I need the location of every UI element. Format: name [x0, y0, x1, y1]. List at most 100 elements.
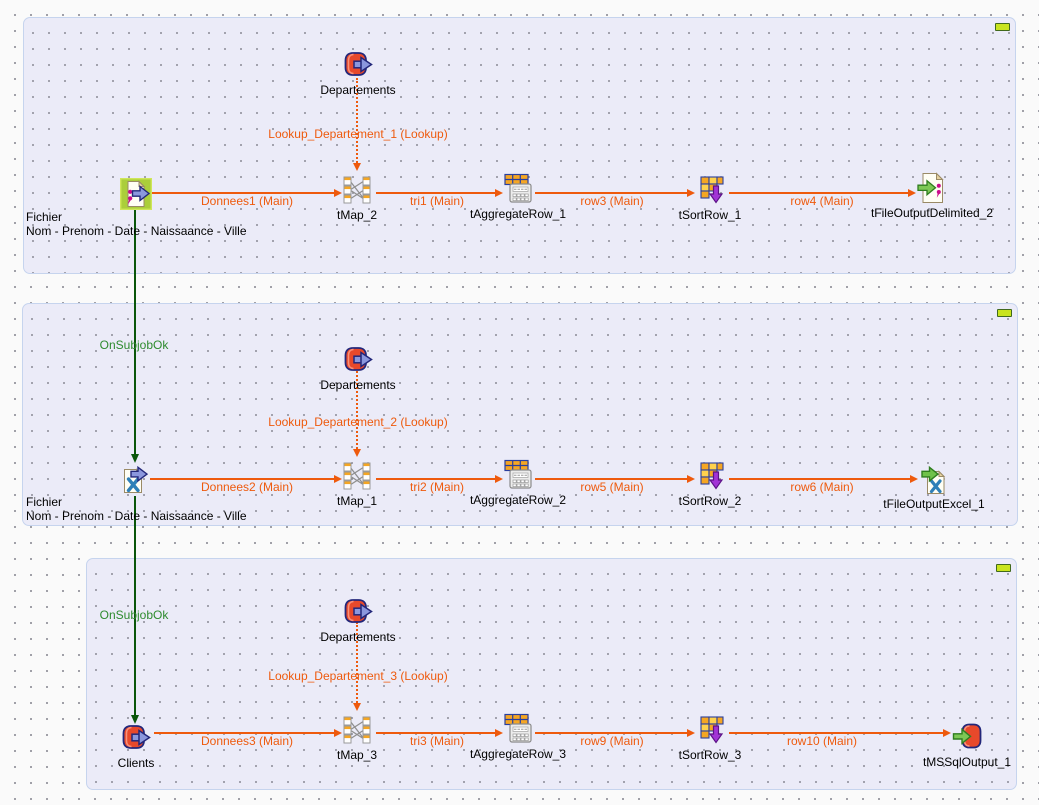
lookup-link-2-label[interactable]: Lookup_Departement_2 (Lookup) [268, 415, 448, 429]
subjob-2-frame[interactable] [22, 303, 1018, 526]
file-output-excel-icon [918, 463, 950, 495]
connection-donnees1-line[interactable] [152, 192, 334, 194]
component-departements-2-label: Departements [320, 378, 396, 392]
connection-row9-label[interactable]: row9 (Main) [580, 734, 644, 748]
connection-tri1-label[interactable]: tri1 (Main) [409, 194, 465, 208]
connection-row3-line[interactable] [535, 192, 687, 194]
tmap-icon [341, 174, 373, 206]
lookup-link-2-line[interactable] [356, 368, 358, 449]
lookup-link-2-arrowhead [353, 449, 361, 457]
connection-tri3-line[interactable] [376, 732, 495, 734]
component-taggregaterow-1-label: tAggregateRow_1 [469, 207, 567, 221]
component-tsortrow-3[interactable]: tSortRow_3 [679, 714, 741, 762]
lookup-link-3-label[interactable]: Lookup_Departement_3 (Lookup) [268, 669, 448, 683]
component-taggregaterow-1[interactable]: tAggregateRow_1 [470, 173, 566, 221]
component-taggregaterow-2[interactable]: tAggregateRow_2 [470, 459, 566, 507]
connection-donnees1-label[interactable]: Donnees1 (Main) [200, 194, 294, 208]
connection-row10-line[interactable] [729, 732, 943, 734]
connection-row4-label[interactable]: row4 (Main) [790, 194, 854, 208]
connection-row3-arrowhead [687, 189, 695, 197]
component-tmap-3[interactable]: tMap_3 [337, 714, 377, 762]
component-fichier-input-1[interactable] [120, 178, 152, 210]
connection-tri3-label[interactable]: tri3 (Main) [409, 734, 465, 748]
file-input-excel-icon [119, 462, 151, 494]
component-tfileoutputdelimited-2-label: tFileOutputDelimited_2 [870, 206, 994, 220]
lookup-link-3-arrowhead [353, 703, 361, 711]
component-fichier-input-2[interactable] [119, 462, 151, 494]
connection-row4-line[interactable] [729, 192, 908, 194]
connection-row5-label[interactable]: row5 (Main) [580, 480, 644, 494]
component-tfileoutputdelimited-2[interactable]: tFileOutputDelimited_2 [871, 172, 993, 220]
connection-row6-label[interactable]: row6 (Main) [790, 480, 854, 494]
connection-donnees3-label[interactable]: Donnees3 (Main) [200, 734, 294, 748]
connection-row5-line[interactable] [535, 478, 687, 480]
database-red-arrow-icon [342, 596, 374, 628]
component-tsortrow-2[interactable]: tSortRow_2 [679, 460, 741, 508]
connection-row6-arrowhead [910, 475, 918, 483]
subjob-3-collapse-button[interactable] [996, 564, 1011, 572]
component-tfileoutputexcel-1-label: tFileOutputExcel_1 [883, 497, 985, 511]
component-clients-label: Clients [117, 756, 155, 770]
database-red-arrow-icon [120, 722, 152, 754]
lookup-link-3-line[interactable] [356, 622, 358, 703]
component-departements-2[interactable]: Departements [320, 344, 396, 392]
connection-donnees2-line[interactable] [150, 478, 334, 480]
subjob-1-frame[interactable] [23, 17, 1016, 274]
subjob-1-collapse-button[interactable] [995, 23, 1010, 31]
connection-tri1-arrowhead [495, 189, 503, 197]
subjob-3-frame[interactable] [86, 558, 1017, 790]
connection-tri2-label[interactable]: tri2 (Main) [409, 480, 465, 494]
tmap-icon [341, 714, 373, 746]
file-input-delimited-icon [120, 178, 152, 210]
component-tmap-2[interactable]: tMap_2 [337, 174, 377, 222]
connection-row6-line[interactable] [729, 478, 910, 480]
database-red-arrow-icon [342, 49, 374, 81]
connection-donnees2-arrowhead [334, 475, 342, 483]
lookup-link-1-line[interactable] [356, 78, 358, 163]
trigger-onsubjobok-2-label[interactable]: OnSubjobOk [99, 608, 169, 622]
component-departements-1[interactable]: Departements [320, 49, 396, 97]
component-tmap-1-label: tMap_1 [336, 494, 378, 508]
connection-tri2-arrowhead [495, 475, 503, 483]
component-clients[interactable]: Clients [118, 722, 154, 770]
component-tsortrow-3-label: tSortRow_3 [678, 748, 742, 762]
trigger-onsubjobok-2-line[interactable] [134, 496, 136, 715]
lookup-link-1-label[interactable]: Lookup_Departement_1 (Lookup) [268, 127, 448, 141]
connection-row10-label[interactable]: row10 (Main) [786, 734, 858, 748]
connection-donnees2-label[interactable]: Donnees2 (Main) [200, 480, 294, 494]
source-title: Fichier [26, 210, 63, 224]
component-fichier-input-1-label: Fichier Nom - Prenom - Date - Naissaance… [26, 210, 247, 238]
connection-donnees3-arrowhead [334, 729, 342, 737]
sort-bricks-purple-arrow-icon [694, 460, 726, 492]
connection-row9-line[interactable] [535, 732, 687, 734]
component-departements-3[interactable]: Departements [320, 596, 396, 644]
connection-tri2-line[interactable] [376, 478, 495, 480]
source-subtitle: Nom - Prenom - Date - Naissaance - Ville [26, 509, 247, 523]
component-tmssqloutput-1-label: tMSSqlOutput_1 [922, 755, 1012, 769]
connection-row9-arrowhead [687, 729, 695, 737]
connection-row3-label[interactable]: row3 (Main) [580, 194, 644, 208]
component-tmap-2-label: tMap_2 [336, 208, 378, 222]
trigger-onsubjobok-1-line[interactable] [134, 210, 136, 454]
connection-tri1-line[interactable] [376, 192, 495, 194]
component-taggregaterow-3[interactable]: tAggregateRow_3 [470, 713, 566, 761]
component-tmssqloutput-1[interactable]: tMSSqlOutput_1 [923, 721, 1011, 769]
component-taggregaterow-2-label: tAggregateRow_2 [469, 493, 567, 507]
connection-tri3-arrowhead [495, 729, 503, 737]
component-tsortrow-1[interactable]: tSortRow_1 [679, 174, 741, 222]
sort-bricks-purple-arrow-icon [694, 174, 726, 206]
lookup-link-1-arrowhead [353, 163, 361, 171]
component-tmap-1[interactable]: tMap_1 [337, 460, 377, 508]
component-tsortrow-1-label: tSortRow_1 [678, 208, 742, 222]
connection-row4-arrowhead [908, 189, 916, 197]
trigger-onsubjobok-2-arrowhead [131, 715, 139, 724]
database-red-arrow-icon [342, 344, 374, 376]
subjob-2-collapse-button[interactable] [997, 309, 1012, 317]
component-tfileoutputexcel-1[interactable]: tFileOutputExcel_1 [883, 463, 985, 511]
aggregate-calculator-icon [502, 459, 534, 491]
trigger-onsubjobok-1-label[interactable]: OnSubjobOk [99, 338, 169, 352]
connection-donnees3-line[interactable] [154, 732, 334, 734]
file-output-delimited-icon [916, 172, 948, 204]
component-fichier-input-2-label: Fichier Nom - Prenom - Date - Naissaance… [26, 495, 247, 523]
